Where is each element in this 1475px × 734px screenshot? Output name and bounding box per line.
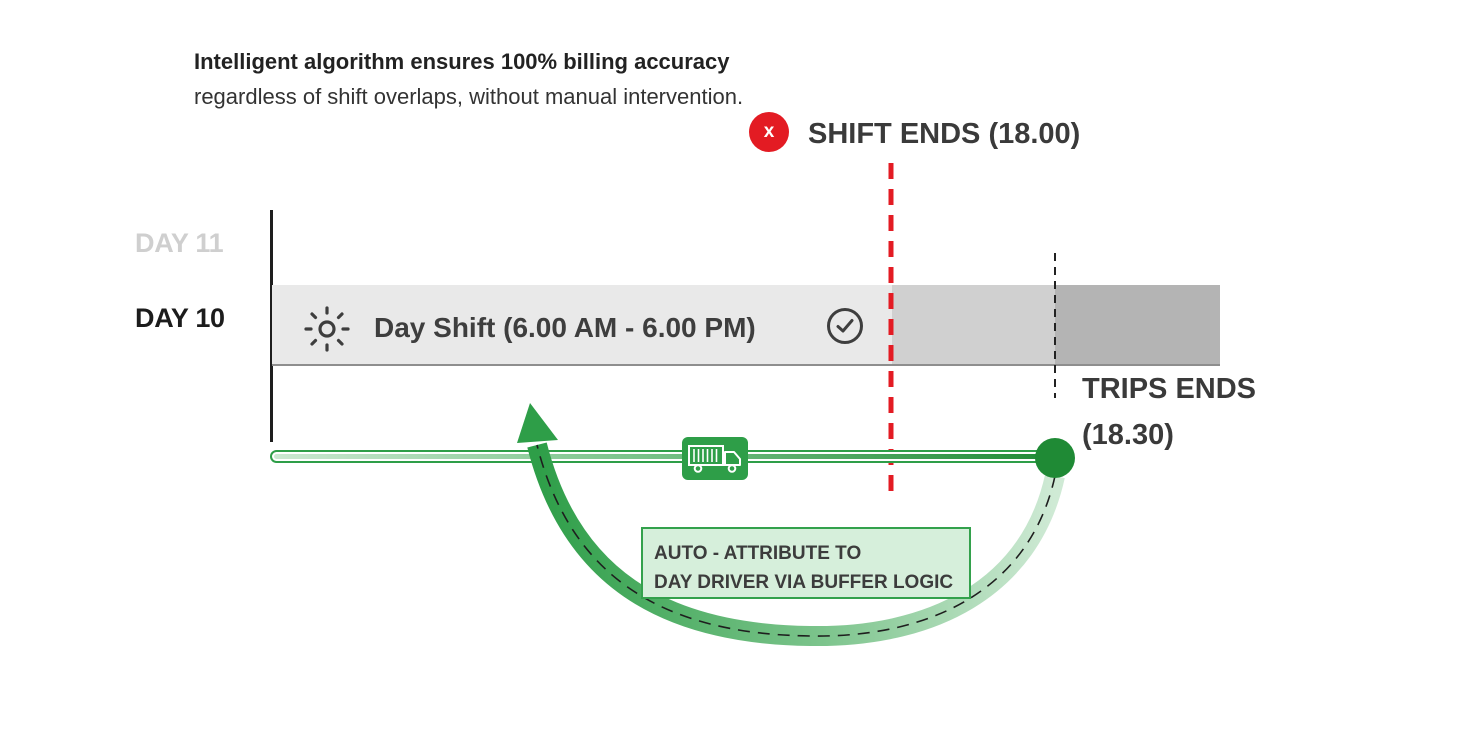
timeline-axis (270, 210, 273, 442)
truck-icon (688, 445, 741, 473)
shift-end-badge: x (749, 112, 789, 152)
attribution-arc-dash (536, 444, 1056, 637)
trip-bar (274, 454, 1058, 459)
trip-end-dot (1035, 438, 1075, 478)
trips-end-title: TRIPS ENDS (1082, 373, 1257, 405)
callout-line-1: AUTO - ATTRIBUTE TO (654, 543, 862, 564)
callout-line-2: DAY DRIVER VIA BUFFER LOGIC (654, 572, 954, 593)
day-shift-label: Day Shift (6.00 AM - 6.00 PM) (374, 312, 756, 343)
sun-icon (304, 306, 350, 352)
day-10-label: DAY 10 (135, 303, 225, 333)
trips-end-label: TRIPS ENDS (18.30) (1082, 366, 1256, 458)
intro-regular-text: regardless of shift overlaps, without ma… (194, 84, 744, 109)
overlap-band (892, 285, 1055, 365)
shift-end-label: SHIFT ENDS (18.00) (808, 118, 1081, 150)
attribution-arrowhead (517, 403, 558, 443)
trips-end-time: (18.30) (1082, 419, 1174, 451)
intro-text: Intelligent algorithm ensures 100% billi… (194, 44, 754, 114)
shift-band-baseline (272, 364, 1220, 366)
shift-band (272, 285, 892, 365)
truck-badge (682, 437, 748, 480)
intro-bold-text: Intelligent algorithm ensures 100% billi… (194, 49, 730, 74)
clock-icon (827, 308, 863, 344)
post-trip-band (1055, 285, 1220, 365)
attribution-callout: AUTO - ATTRIBUTE TO DAY DRIVER VIA BUFFE… (641, 527, 971, 599)
day-11-label: DAY 11 (135, 228, 224, 258)
